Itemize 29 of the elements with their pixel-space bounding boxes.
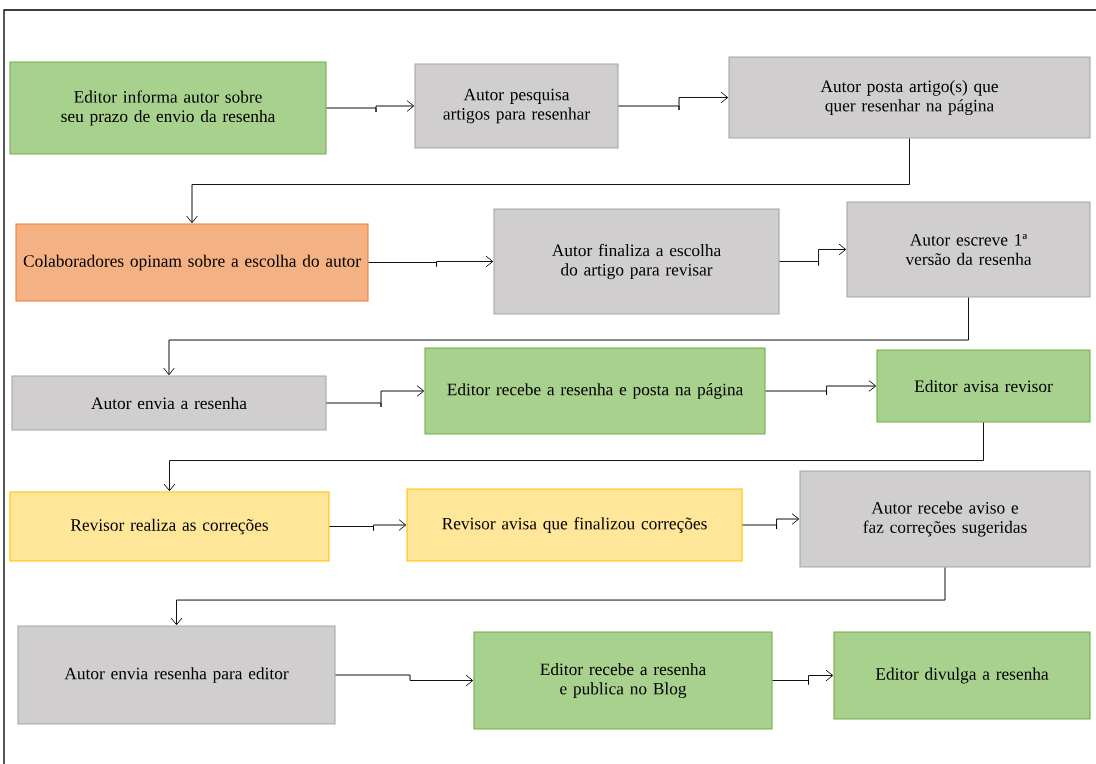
- process-box: Autor pesquisa artigos para resenhar: [414, 63, 619, 149]
- process-box: Revisor avisa que finalizou correções: [406, 488, 743, 562]
- process-box: Editor recebe a resenha e posta na página: [424, 347, 766, 435]
- arrow: [765, 380, 877, 396]
- process-box: Autor envia a resenha: [11, 375, 327, 431]
- process-box: Autor envia resenha para editor: [17, 625, 336, 725]
- arrow: [326, 100, 415, 113]
- arrow: [163, 422, 984, 492]
- process-box: Revisor realiza as correções: [9, 491, 330, 562]
- process-box: Autor posta artigo(s) que quer resenhar na página: [728, 56, 1091, 139]
- process-box: Editor informa autor sobre seu prazo de envio da resenha: [9, 61, 327, 155]
- process-box: Colaboradores opinam sobre a escolha do autor: [15, 223, 369, 302]
- arrow: [779, 243, 847, 266]
- process-box: Editor divulga a resenha: [833, 631, 1091, 720]
- process-box: Autor escreve 1ª versão da resenha: [846, 201, 1091, 298]
- arrow: [368, 255, 494, 268]
- process-box: Autor finaliza a escolha do artigo para revisar: [493, 208, 780, 315]
- process-box: Autor recebe aviso e faz correções sugeridas: [799, 470, 1091, 568]
- arrow: [335, 674, 474, 687]
- arrow: [186, 138, 910, 224]
- arrow: [329, 519, 407, 531]
- arrow: [170, 567, 946, 626]
- arrow: [618, 91, 729, 111]
- arrow: [326, 385, 425, 408]
- arrow: [772, 669, 834, 685]
- arrow: [742, 513, 800, 530]
- process-box: Editor avisa revisor: [876, 349, 1091, 423]
- process-box: Editor recebe a resenha e publica no Blog: [473, 631, 773, 730]
- arrow: [163, 297, 969, 376]
